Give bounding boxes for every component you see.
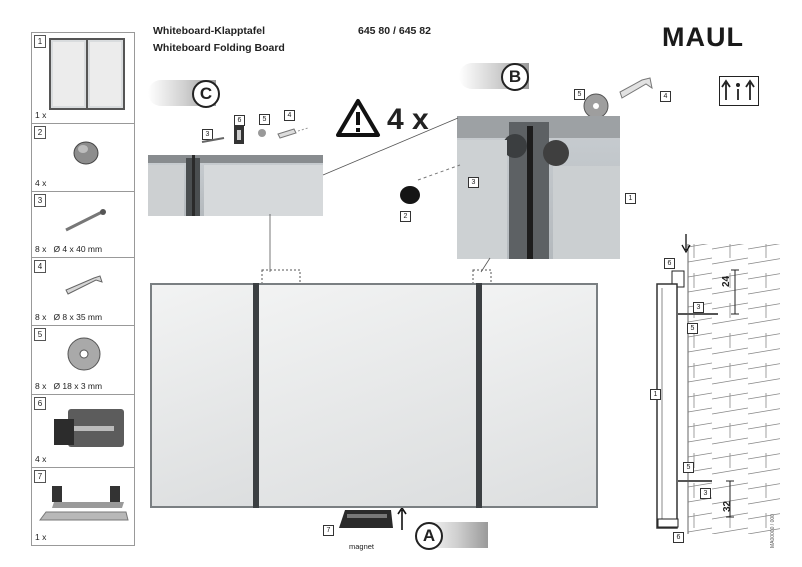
this-way-up-icon [719,76,759,106]
whiteboard-main [150,283,600,513]
step-b-label: B [501,63,529,91]
callout-2: 2 [400,211,411,222]
parts-list: 1 1 x 2 4 x 3 8 x Ø 4 x 40 mm 4 8 x Ø 8 … [31,32,135,546]
part-spec: Ø 4 x 40 mm [53,244,103,254]
callout-5-b: 5 [574,89,585,100]
callout-6: 6 [234,115,245,126]
document-code: MA00000 / 000 [770,514,776,548]
part-spec: Ø 18 x 3 mm [53,381,103,391]
brand-logo: MAUL [662,22,744,52]
detail-photo-b [457,116,620,259]
callout-3: 3 [202,129,213,140]
part-number: 6 [34,397,46,410]
part-number: 1 [34,35,46,48]
part-item-1: 1 1 x [32,33,134,124]
part-quantity: 1 x [35,532,47,542]
washer-icon [67,337,101,371]
title-german: Whiteboard-Klapptafel [153,25,265,37]
part-quantity: 8 x Ø 4 x 40 mm [35,244,103,254]
callout-5: 5 [259,114,270,125]
callout-6-bottom: 6 [673,532,684,543]
article-numbers: 645 80 / 645 82 [358,25,431,37]
bracket-icon [54,409,124,447]
callout-5-bottom: 5 [683,462,694,473]
part-quantity: 4 x [35,454,47,464]
callout-5-side: 5 [687,323,698,334]
center-panel [256,283,480,508]
title-english: Whiteboard Folding Board [153,42,285,54]
warning-count: 4 x [387,103,429,136]
part-number: 2 [34,126,46,139]
part-item-4: 4 8 x Ø 8 x 35 mm [32,258,134,326]
side-section-diagram [656,234,780,534]
callout-1-side: 1 [650,389,661,400]
hardware-b-icon [583,77,653,119]
part-quantity: 8 x Ø 18 x 3 mm [35,381,103,391]
part-number: 4 [34,260,46,273]
callout-3-b: 3 [468,177,479,188]
hardware-c-icon [201,126,308,144]
callout-1-b: 1 [625,193,636,204]
part-quantity: 1 x [35,110,47,120]
callout-3-bottom: 3 [700,488,711,499]
step-c-label: C [192,80,220,108]
part-item-7: 7 1 x [32,468,134,545]
dimension-32: 32 [722,500,733,512]
callout-6-top: 6 [664,258,675,269]
part-item-6: 6 4 x [32,395,134,468]
part-number: 3 [34,194,46,207]
part-item-3: 3 8 x Ø 4 x 40 mm [32,192,134,258]
part-quantity: 4 x [35,178,47,188]
part-item-5: 5 8 x Ø 18 x 3 mm [32,326,134,395]
warning-icon [335,98,381,143]
part-spec: Ø 8 x 35 mm [53,312,103,322]
cap-icon [73,141,99,165]
screw-icon [65,209,106,232]
cap-2-icon [400,186,420,204]
detail-photo-c [148,155,323,216]
callout-3-side: 3 [693,302,704,313]
callout-7: 7 [323,525,334,536]
magnet-tray-icon [339,510,393,528]
board-icon [49,38,125,110]
callout-4-b: 4 [660,91,671,102]
right-wing-panel [478,283,598,508]
step-a-label: A [415,522,443,550]
callout-4: 4 [284,110,295,121]
tray-icon [39,486,129,521]
part-item-2: 2 4 x [32,124,134,192]
part-quantity: 8 x Ø 8 x 35 mm [35,312,103,322]
part-number: 7 [34,470,46,483]
part-number: 5 [34,328,46,341]
magnet-label: magnet [349,542,375,551]
wall-plug-icon [65,275,103,295]
left-wing-panel [150,283,258,508]
dimension-24: 24 [721,275,732,287]
